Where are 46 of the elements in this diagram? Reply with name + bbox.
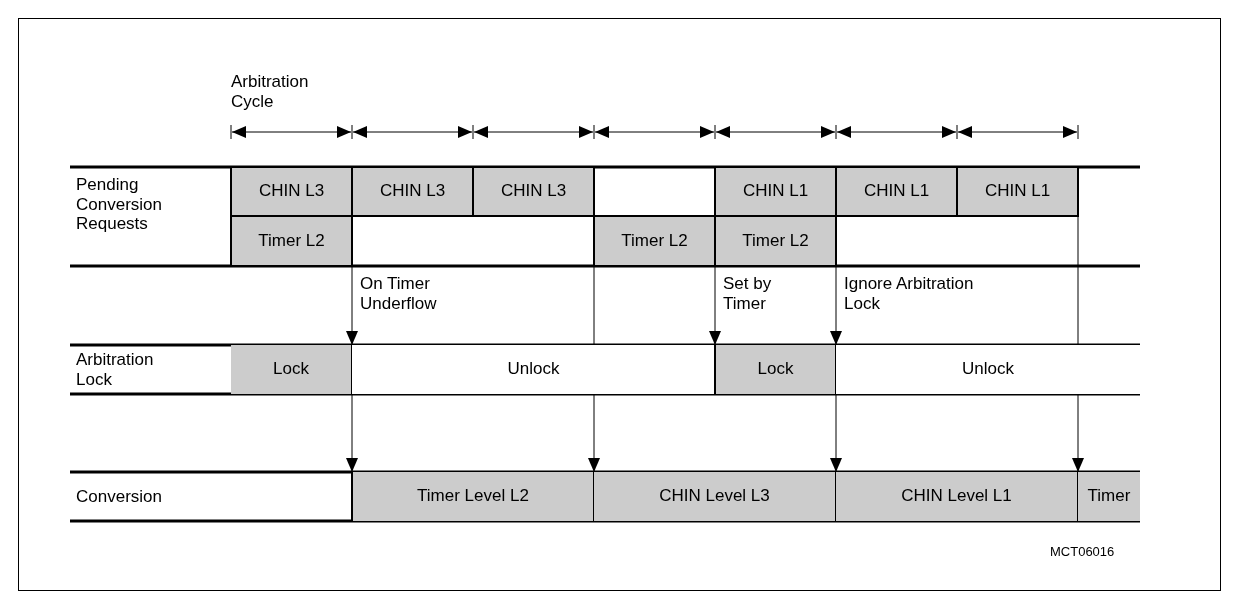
timing-segment [835,166,958,217]
arrow [830,265,842,346]
timing-segment [956,166,1079,217]
row-label: Conversion [76,487,162,507]
timing-segment [230,215,353,267]
arrow [830,393,842,473]
timing-segment [351,166,474,217]
row-label: Arbitration Lock [76,350,155,390]
segment-label: CHIN L3 [379,182,446,201]
figure-code: MCT06016 [1050,545,1115,560]
row-label: Arbitration Cycle [231,72,310,112]
segment-label: CHIN L1 [984,182,1051,201]
segment-label: CHIN L1 [742,182,809,201]
segment-label: Timer L2 [742,231,809,251]
timing-segment [472,166,595,217]
timing-segment [593,215,716,267]
segment-label: CHIN L3 [500,182,567,201]
segment-label: Lock [757,360,794,379]
arrow [346,393,358,473]
timing-segment [594,472,837,521]
segment-label: CHIN L3 [258,182,325,201]
segment-label: Lock [273,360,309,379]
timing-segment [836,472,1079,521]
timing-segment [836,345,1140,394]
timing-segment [231,345,353,394]
arrow [709,265,721,346]
segment-label: Unlock [962,360,1014,379]
segment-label: Timer L2 [621,231,688,251]
timing-segment [714,345,837,394]
timing-segment [351,472,595,521]
segment-label: Timer Level L2 [417,487,529,506]
timing-segment [714,215,837,267]
arrow [1072,393,1084,473]
segment-label: CHIN Level L3 [659,487,770,506]
timing-segment [352,345,715,394]
segment-label: CHIN Level L1 [901,487,1012,506]
timing-segment [1078,472,1140,521]
segment-label: Timer L2 [258,231,325,251]
row-label: Pending Conversion Requests [76,175,163,234]
arrow [346,265,358,346]
segment-label: Timer [1087,487,1131,506]
timing-segment [230,166,353,217]
segment-label: Unlock [507,360,560,379]
timing-segment [714,166,837,217]
segment-label: CHIN L1 [863,182,930,201]
arrow [588,393,600,473]
